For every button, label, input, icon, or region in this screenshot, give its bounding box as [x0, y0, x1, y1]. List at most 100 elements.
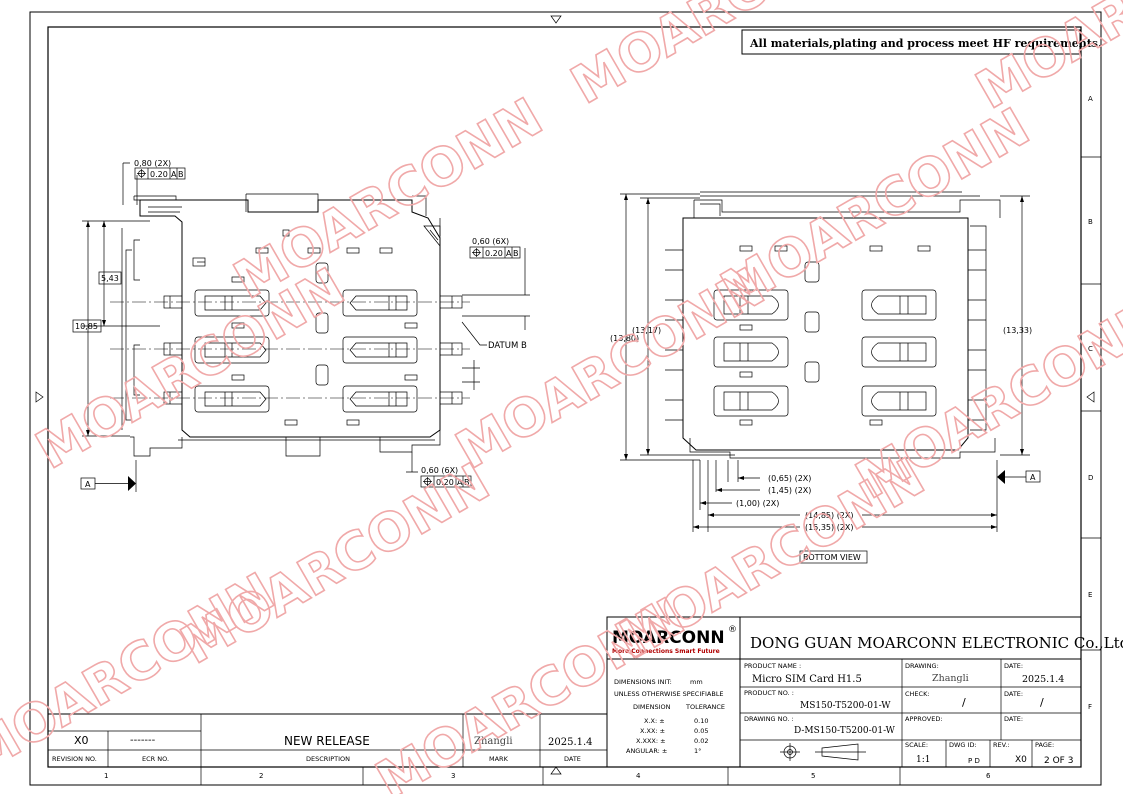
- product-no-label: PRODUCT NO. :: [744, 689, 794, 697]
- drawing-no: D-MS150-T5200-01-W: [794, 726, 896, 736]
- left-tol-top-val: 0.20: [150, 170, 168, 179]
- bottom-view-label: BOTTOM VIEW: [803, 553, 861, 562]
- dimensions-unit-label: DIMENSIONS INIT:: [614, 678, 672, 686]
- description-header: DESCRIPTION: [306, 755, 350, 763]
- drawing-date-label: DATE:: [1004, 662, 1023, 670]
- check-date-label: DATE:: [1004, 690, 1023, 698]
- right-dim-d5: (15,35) (2X): [805, 523, 854, 532]
- center-mark-left: [35, 391, 44, 403]
- hf-note-box: [741, 29, 1081, 55]
- dwg-id-value: P D: [968, 757, 980, 765]
- company-tagline: More Connections Smart Future: [612, 648, 720, 655]
- approved-date-label: DATE:: [1004, 715, 1023, 723]
- left-tol-bottom-val: 0.20: [436, 478, 454, 487]
- outer-frame: [29, 11, 1102, 786]
- revision-value: X0: [74, 734, 89, 747]
- left-dim-right-pad: 0,60 (6X): [472, 237, 509, 246]
- date-value: 2025.1.4: [548, 737, 593, 748]
- revision-table: X0 ------- NEW RELEASE Zhangli 2025.1.4 …: [47, 713, 608, 768]
- rev-label: REV.:: [993, 741, 1010, 749]
- zone-letter-f: F: [1088, 703, 1092, 711]
- scale-value: 1:1: [916, 755, 930, 765]
- left-dim-pitch1: 5,43: [101, 274, 119, 283]
- zone-number-6: 6: [986, 772, 991, 780]
- left-dim-pitch2: 10,85: [75, 322, 98, 331]
- dwg-id-label: DWG ID:: [949, 741, 977, 749]
- watermark-2: MOARCONN: [967, 0, 1123, 121]
- right-datum-a: A: [1030, 473, 1036, 482]
- company-logo: MOARCONN: [612, 628, 725, 648]
- right-dim-d1: (0,65) (2X): [768, 474, 811, 483]
- tol-dim-1: X.X: ±: [644, 717, 665, 725]
- approved-label: APPROVED:: [905, 715, 943, 723]
- zone-letter-c: C: [1088, 345, 1093, 353]
- left-tol-frame-bottom: [420, 475, 472, 488]
- tolerance-header: TOLERANCE: [685, 703, 725, 711]
- left-dim-pitch2-box: [72, 319, 102, 333]
- hf-note: All materials,plating and process meet H…: [749, 37, 1102, 50]
- description-value: NEW RELEASE: [284, 734, 370, 748]
- page-label: PAGE:: [1035, 741, 1054, 749]
- datum-b-label: DATUM B: [488, 341, 527, 351]
- left-tol-right-val: 0.20: [485, 249, 503, 258]
- title-block: MOARCONN ® More Connections Smart Future…: [606, 616, 1123, 768]
- left-tol-right-a: A: [506, 249, 512, 258]
- tol-val-1: 0.10: [694, 717, 708, 725]
- tol-dim-2: X.XX: ±: [640, 727, 665, 735]
- tol-dim-3: X.XXX: ±: [636, 737, 666, 745]
- date-header: DATE: [564, 755, 581, 763]
- mark-value: Zhangli: [474, 736, 513, 747]
- rev-value: X0: [1015, 755, 1027, 765]
- zone-number-2: 2: [259, 772, 263, 780]
- tol-val-2: 0.05: [694, 727, 708, 735]
- product-no: MS150-T5200-01-W: [800, 701, 891, 711]
- scale-label: SCALE:: [905, 741, 928, 749]
- ecr-header: ECR NO.: [142, 755, 169, 763]
- product-name-label: PRODUCT NAME :: [744, 662, 801, 670]
- zone-letter-a: A: [1088, 95, 1093, 103]
- left-tol-frame-right: [469, 246, 521, 259]
- zone-letter-e: E: [1088, 591, 1092, 599]
- zone-letter-b: B: [1088, 218, 1093, 226]
- left-tol-bottom-a: A: [457, 478, 463, 487]
- bottom-view-label-box: [799, 550, 868, 564]
- left-dim-pitch1-box: [98, 271, 122, 285]
- dimensions-unit: mm: [690, 678, 703, 686]
- check-date: /: [1040, 696, 1044, 709]
- zone-number-3: 3: [451, 772, 455, 780]
- check-label: CHECK:: [905, 690, 930, 698]
- watermark-5: MOARCONN: [27, 257, 355, 481]
- drawing-label: DRAWING:: [905, 662, 939, 670]
- right-dim-d2: (1,45) (2X): [768, 486, 811, 495]
- drawing-date: 2025.1.4: [1022, 674, 1064, 685]
- right-dim-d4: (14,85) (2X): [805, 511, 854, 520]
- left-tol-bottom-b: B: [464, 478, 470, 487]
- right-housing-outline: [682, 217, 969, 451]
- drawing-no-label: DRAWING NO. :: [744, 715, 794, 723]
- left-tol-top-b: B: [178, 170, 184, 179]
- watermark-3: MOARCONN: [225, 87, 553, 311]
- left-tol-frame-top: [134, 167, 186, 180]
- company-name: DONG GUAN MOARCONN ELECTRONIC Co.,Ltd.: [750, 634, 1123, 652]
- right-dim-h-outer: (13,80): [610, 334, 639, 343]
- check-value: /: [962, 696, 966, 709]
- page-value: 2 OF 3: [1044, 756, 1073, 766]
- right-view: (13,80) (13,17) (13,33) (0,65) (2X) (1,4…: [610, 191, 1041, 564]
- left-tol-top-a: A: [171, 170, 177, 179]
- watermark-6: MOARCONN: [447, 257, 775, 481]
- mark-header: MARK: [489, 755, 509, 763]
- left-dim-bottom-pad: 0,60 (6X): [421, 466, 458, 475]
- tol-dim-4: ANGULAR: ±: [626, 747, 667, 755]
- drawing-by: Zhangli: [932, 673, 969, 684]
- right-dim-h-inner: (13,17): [632, 326, 661, 335]
- ecr-value: -------: [130, 735, 156, 746]
- dimension-header: DIMENSION: [633, 703, 671, 711]
- zone-letter-d: D: [1088, 474, 1093, 482]
- watermark-1: MOARCONN: [562, 0, 890, 116]
- revision-header: REVISION NO.: [52, 755, 97, 763]
- center-mark-bottom: [550, 766, 562, 775]
- product-name: Micro SIM Card H1.5: [752, 674, 862, 685]
- right-dim-d3: (1,00) (2X): [736, 499, 779, 508]
- right-dim-h-right: (13,33): [1003, 326, 1032, 335]
